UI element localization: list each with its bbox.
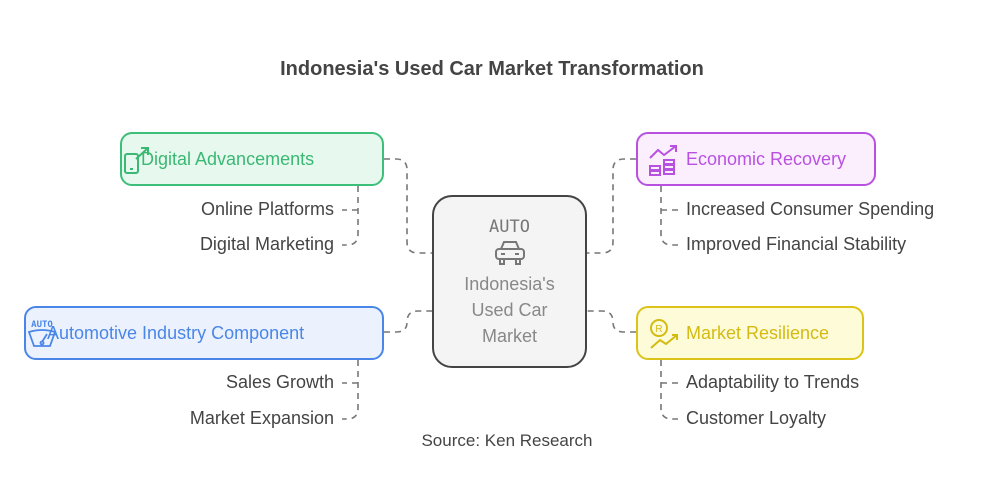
svg-text:R: R <box>655 324 662 335</box>
branch-resilience <box>660 360 678 420</box>
item-improved-financial-stability: Improved Financial Stability <box>686 234 907 254</box>
auto-label-icon: AUTO <box>489 217 530 237</box>
source-note: Source: Ken Research <box>421 431 593 450</box>
center-label-line: Used Car <box>471 300 548 320</box>
connector-economic <box>587 158 636 254</box>
node-label: Economic Recovery <box>686 148 847 169</box>
item-adaptability-to-trends: Adaptability to Trends <box>686 372 860 392</box>
item-market-expansion: Market Expansion <box>189 408 334 428</box>
center-label-line: Indonesia's <box>464 274 555 294</box>
car-icon <box>494 241 525 265</box>
connector-resilience <box>587 310 636 333</box>
item-customer-loyalty: Customer Loyalty <box>686 408 827 428</box>
chart-coins-icon <box>649 145 677 176</box>
connector-digital <box>384 158 432 254</box>
center-node[interactable]: AUTO Indonesia's Used Car Market <box>432 195 587 368</box>
node-automotive-industry-component[interactable]: Automotive Industry Component AUTO <box>24 306 384 360</box>
rupiah-growth-icon: R <box>650 319 678 349</box>
node-digital-advancements[interactable]: Digital Advancements <box>120 132 384 186</box>
item-increased-consumer-spending: Increased Consumer Spending <box>686 199 935 219</box>
item-online-platforms: Online Platforms <box>200 199 334 219</box>
center-label-line: Market <box>481 326 537 346</box>
branch-automotive <box>342 360 359 420</box>
node-market-resilience[interactable]: R Market Resilience <box>636 306 864 360</box>
branch-digital <box>342 186 359 246</box>
auto-gauge-icon: AUTO <box>27 320 57 347</box>
branch-economic <box>660 186 678 246</box>
node-label: Digital Advancements <box>141 148 315 169</box>
node-label: Automotive Industry Component <box>47 322 305 343</box>
diagram-title: Indonesia's Used Car Market Transformati… <box>280 58 704 80</box>
item-digital-marketing: Digital Marketing <box>199 234 334 254</box>
svg-text:AUTO: AUTO <box>31 320 53 330</box>
node-economic-recovery[interactable]: Economic Recovery <box>636 132 876 186</box>
phone-arrow-icon <box>124 147 149 174</box>
item-sales-growth: Sales Growth <box>225 372 334 392</box>
node-label: Market Resilience <box>686 322 830 343</box>
connector-automotive <box>384 310 432 333</box>
